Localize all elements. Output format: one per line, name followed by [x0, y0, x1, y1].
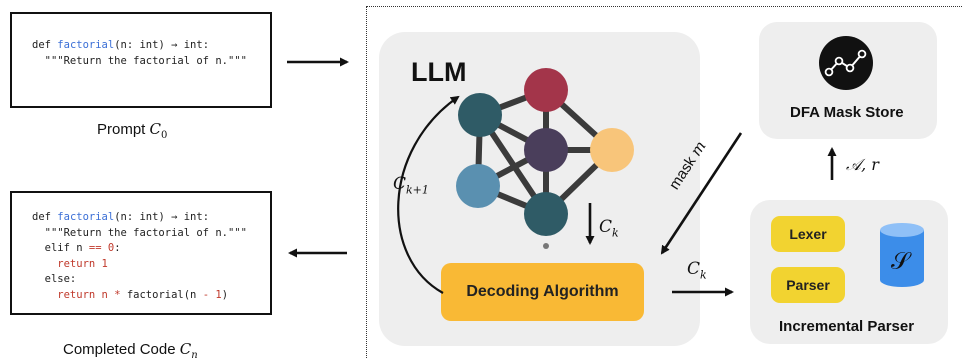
- completed-line-6: return n * factorial(n - 1): [32, 288, 229, 301]
- dfa-graph-icon: [819, 36, 873, 90]
- completed-code-box: def factorial(n: int) → int: """Return t…: [10, 191, 272, 315]
- decoding-algorithm-box: Decoding Algorithm: [441, 263, 644, 321]
- node-dot: [543, 243, 549, 249]
- completed-line-2: """Return the factorial of n.""": [32, 226, 247, 239]
- node-teal-bottom: [524, 192, 568, 236]
- node-purple: [524, 128, 568, 172]
- node-teal-top: [458, 93, 502, 137]
- lexer-box: Lexer: [771, 216, 845, 252]
- system-frame: [366, 6, 962, 358]
- feedback-curve-arrow: [397, 95, 460, 294]
- node-red: [524, 68, 568, 112]
- completed-line-3: elif n == 0:: [32, 242, 121, 254]
- completed-caption: Completed Code Cn: [63, 340, 198, 361]
- ck-label-llm: Ck: [599, 217, 619, 240]
- completed-line-1: def factorial(n: int) → int:: [32, 211, 210, 223]
- ar-label: 𝒜, r: [846, 155, 879, 174]
- ck-plus-1-label: Ck+1: [393, 174, 429, 197]
- ck-label-parser: Ck: [687, 259, 707, 282]
- incremental-parser-label: Incremental Parser: [779, 318, 915, 335]
- prompt-line-2: """Return the factorial of n.""": [32, 54, 247, 67]
- dfa-mask-store-label: DFA Mask Store: [790, 104, 904, 121]
- llm-title: LLM: [411, 57, 467, 87]
- parser-box: Parser: [771, 267, 845, 303]
- completed-line-4: return 1: [32, 257, 108, 270]
- prompt-caption: Prompt C0: [97, 120, 168, 141]
- mask-arrow: [660, 132, 743, 255]
- node-blue: [456, 164, 500, 208]
- completed-line-5: else:: [32, 273, 77, 285]
- prompt-code-box: def factorial(n: int) → int: """Return t…: [10, 12, 272, 108]
- parser-state-symbol: 𝒮: [891, 247, 910, 275]
- database-cylinder-icon: [880, 223, 924, 287]
- prompt-line-1: def factorial(n: int) → int:: [32, 39, 210, 51]
- node-orange: [590, 128, 634, 172]
